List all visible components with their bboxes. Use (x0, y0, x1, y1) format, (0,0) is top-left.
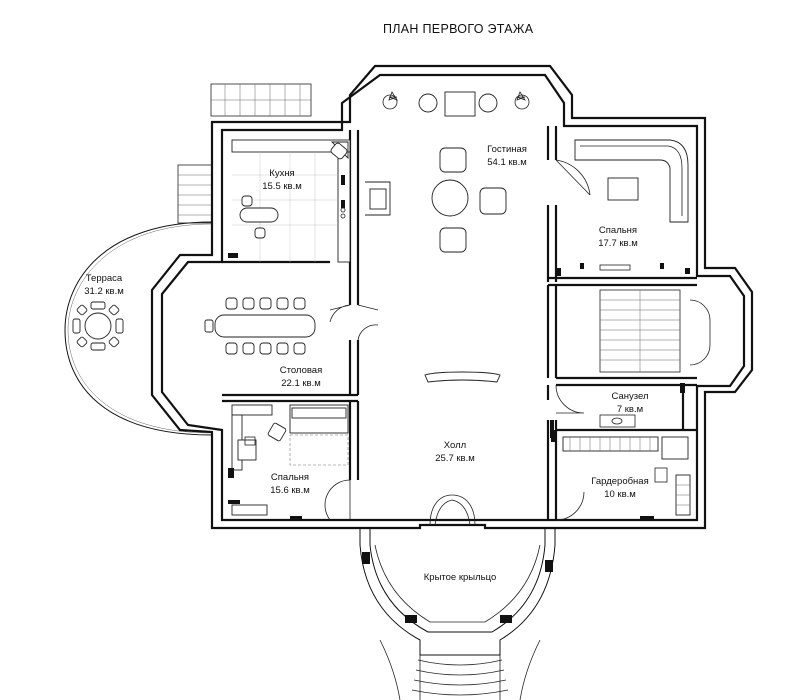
room-name: Гостиная (487, 144, 527, 155)
fireplace (365, 181, 391, 216)
room-area: 31.2 кв.м (84, 286, 124, 297)
porch-label: Крытое крыльцо (424, 572, 496, 583)
covered-porch (359, 528, 556, 700)
bedroom-left-furniture (228, 404, 349, 520)
left-side-stairs (177, 164, 213, 224)
kitchen-furniture (228, 139, 351, 263)
dining-furniture (204, 297, 316, 355)
outer-walls (150, 64, 754, 530)
room-area: 15.6 кв.м (270, 485, 310, 496)
room-name: Холл (444, 440, 466, 451)
doors (324, 159, 591, 526)
window-marks (228, 420, 654, 520)
terrace (64, 221, 213, 436)
top-left-stairs (210, 83, 312, 117)
room-labels: Кухня 15.5 кв.м Гостиная 54.1 кв.м Спаль… (84, 144, 648, 583)
room-name: Столовая (280, 365, 322, 376)
room-area: 17.7 кв.м (598, 238, 638, 249)
room-name: Спальня (271, 472, 309, 483)
room-name: Спальня (599, 225, 637, 236)
room-name: Кухня (269, 168, 294, 179)
room-name: Терраса (86, 273, 123, 284)
right-stairs (599, 289, 711, 373)
room-name: Гардеробная (591, 476, 648, 487)
wardrobe-furniture (562, 436, 691, 516)
room-area: 15.5 кв.м (262, 181, 302, 192)
room-area: 25.7 кв.м (435, 453, 475, 464)
living-furniture (382, 91, 530, 253)
room-area: 10 кв.м (604, 489, 636, 500)
room-area: 54.1 кв.м (487, 157, 527, 168)
hall-console (424, 371, 501, 383)
room-area: 7 кв.м (617, 404, 643, 415)
room-name: Санузел (611, 391, 648, 402)
bedroom-right-furniture (555, 139, 690, 276)
plan-title: ПЛАН ПЕРВОГО ЭТАЖА (383, 22, 534, 36)
room-area: 22.1 кв.м (281, 378, 321, 389)
